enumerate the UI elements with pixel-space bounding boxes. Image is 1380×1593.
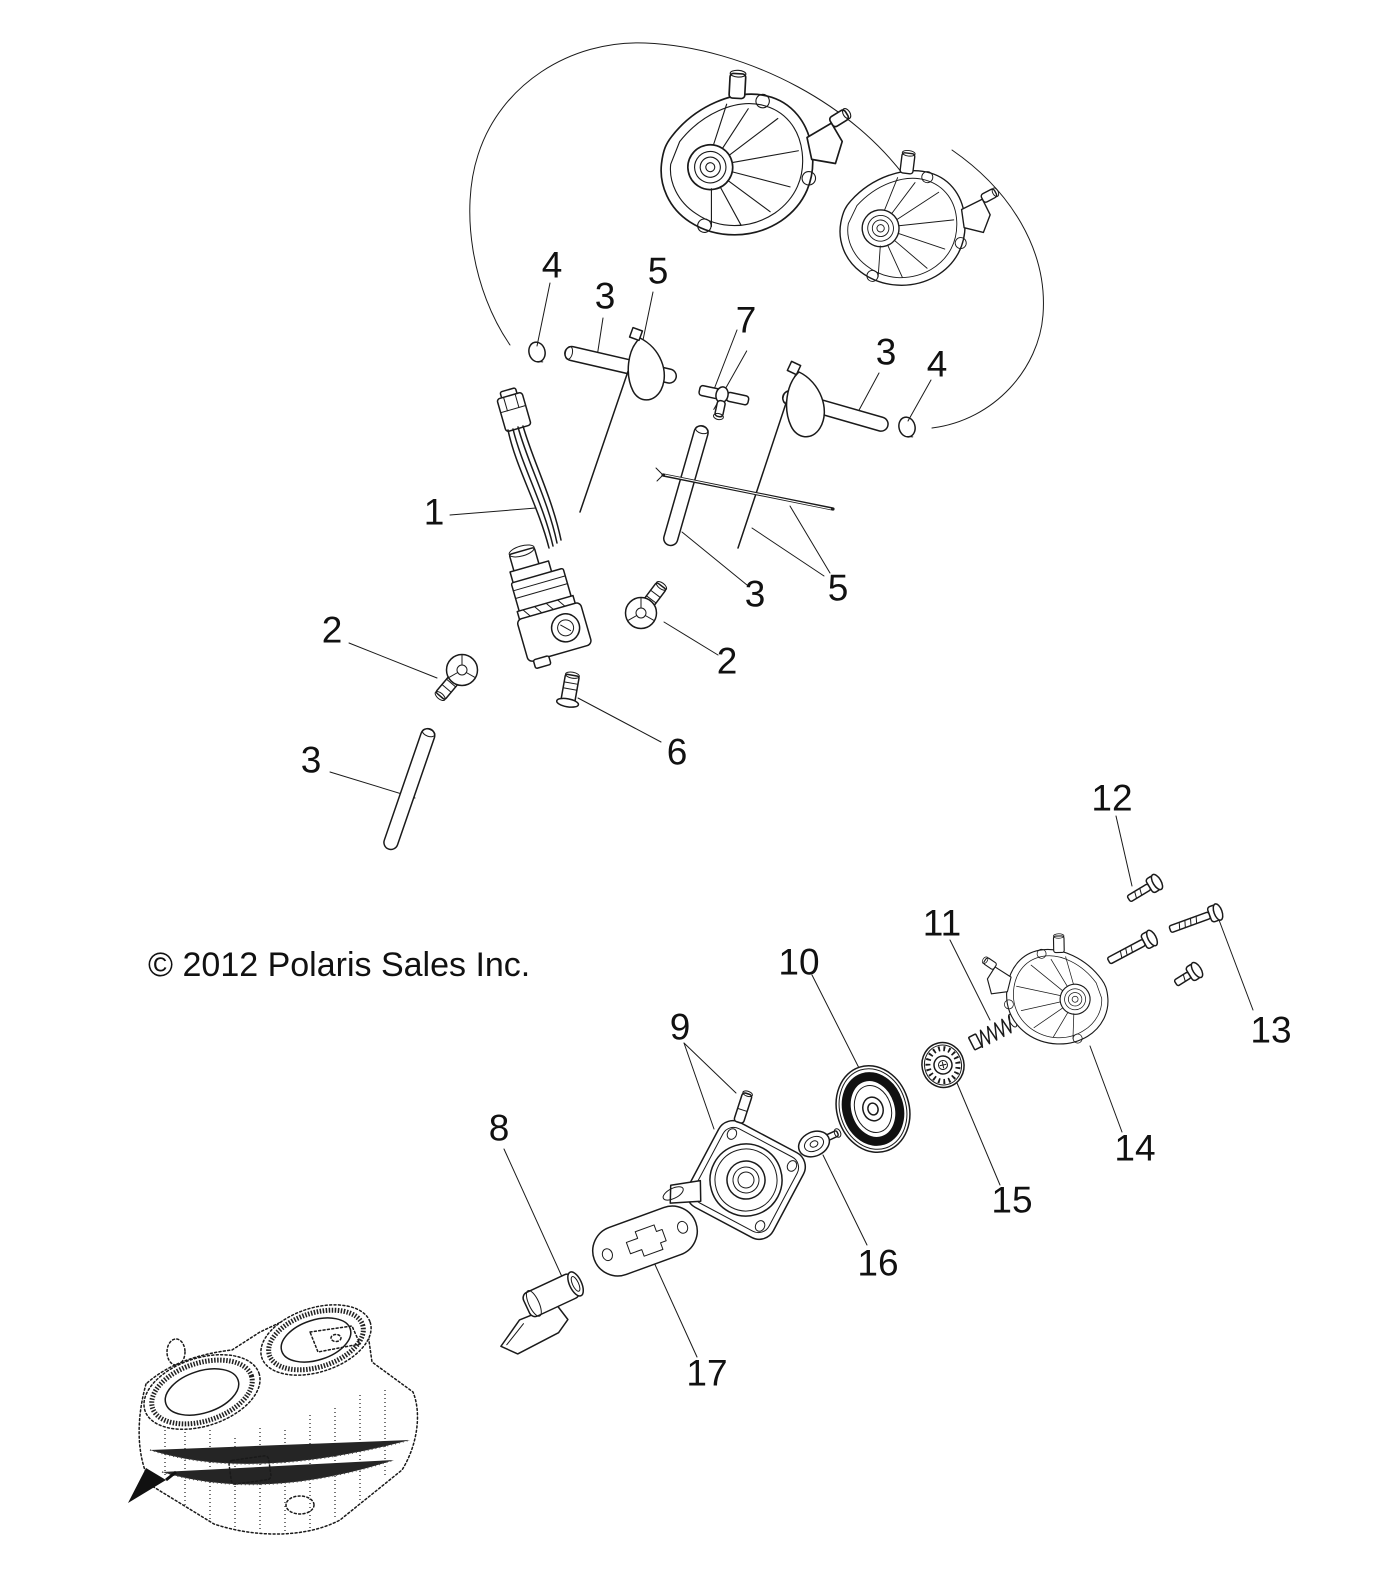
pump-rod-loop-right (737, 360, 825, 549)
hose-clamp-right (898, 416, 916, 438)
copyright-notice: © 2012 Polaris Sales Inc. (148, 946, 531, 984)
wire-connector (496, 387, 532, 432)
callout-3-lower-left: 3 (300, 739, 322, 781)
hose-tube-middle (663, 424, 709, 547)
hose-tube-lower-left (383, 727, 436, 851)
pump-rod-long (655, 467, 835, 511)
callout-16: 16 (857, 1242, 899, 1284)
elbow-fitting-right (624, 581, 668, 630)
callout-4-left: 4 (541, 244, 563, 286)
callout-9: 9 (669, 1006, 691, 1048)
solenoid-assembly (496, 387, 592, 669)
callout-10: 10 (778, 941, 820, 983)
callout-15: 15 (991, 1179, 1033, 1221)
bolt-short (1126, 873, 1164, 903)
pump-gasket (591, 1205, 699, 1277)
valve-spring (968, 1013, 1018, 1051)
callout-7: 7 (735, 299, 757, 341)
callout-4-right: 4 (926, 343, 948, 385)
dowel-pin (733, 1090, 753, 1124)
orientation-arrow (128, 1468, 166, 1503)
hose-clamp-left (528, 341, 546, 363)
oil-pump-cover-small (965, 915, 1123, 1056)
callout-8: 8 (488, 1107, 510, 1149)
callout-2-right: 2 (716, 640, 738, 682)
leader-lines (329, 282, 1254, 1358)
oil-pump-body (662, 1119, 807, 1241)
oil-pump-cover-right (828, 136, 1012, 295)
callout-3-top-left: 3 (594, 275, 616, 317)
carburetor-assembly (128, 1304, 419, 1535)
solenoid-body (508, 544, 592, 669)
elbow-fitting-left (434, 653, 479, 702)
bolt-medium (1107, 929, 1159, 965)
callout-6: 6 (666, 731, 688, 773)
check-valve (797, 1128, 842, 1158)
valve-washer (921, 1041, 965, 1089)
tee-fitting (698, 350, 750, 421)
callout-3-top-right: 3 (875, 331, 897, 373)
callout-12: 12 (1091, 777, 1133, 819)
callout-13: 13 (1250, 1009, 1292, 1051)
callout-14: 14 (1114, 1127, 1156, 1169)
callout-1: 1 (423, 491, 445, 533)
bolt-stub (1173, 961, 1204, 987)
oil-nozzle (500, 1271, 585, 1355)
bleed-screw (555, 671, 580, 708)
callout-5-middle: 5 (827, 567, 849, 609)
bolt-long (1168, 903, 1224, 933)
carb-bore-front (143, 1353, 261, 1431)
pump-rod-loop-left (579, 326, 666, 513)
callout-5-top: 5 (647, 250, 669, 292)
carb-bore-rear (260, 1304, 372, 1376)
callout-3-middle: 3 (744, 573, 766, 615)
wires (507, 425, 562, 549)
oil-pump-cover-left (641, 46, 873, 250)
cover-bolts (1107, 873, 1224, 987)
callout-17: 17 (686, 1352, 728, 1394)
diaphragm (835, 1064, 911, 1154)
callout-11: 11 (922, 902, 962, 944)
callout-2-left: 2 (321, 609, 343, 651)
